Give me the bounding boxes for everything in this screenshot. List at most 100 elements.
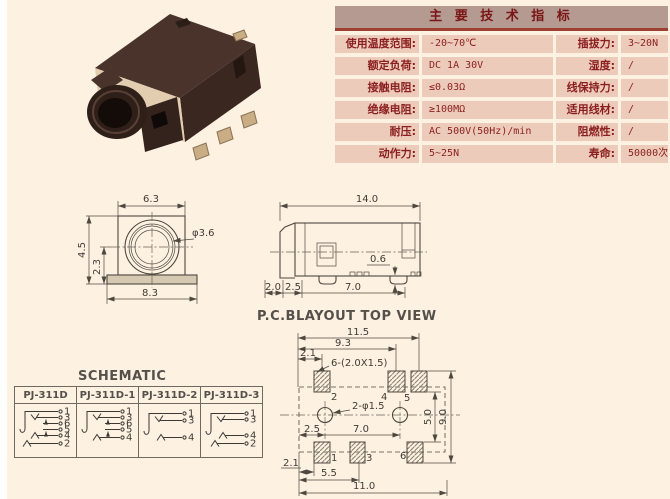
product-photo (87, 14, 261, 161)
spec-value: AC 500V(50Hz)/min (422, 123, 553, 141)
terminal-label: 5 (126, 425, 132, 436)
spec-label: 使用温度范围: (335, 35, 419, 53)
spec-value: -20~70℃ (422, 35, 553, 53)
schematic-pj311d: 1 3 6 5 4 2 (19, 407, 70, 450)
front-height-dim: 4.5 (77, 242, 88, 258)
photo-square-hole (151, 111, 168, 129)
side-d3-dim: 7.0 (345, 282, 361, 293)
pad-number: 5 (404, 393, 410, 404)
spec-label: 接触电阻: (335, 79, 419, 97)
spec-label: 寿命: (556, 145, 618, 163)
photo-pin (240, 110, 258, 129)
terminal-label: 1 (188, 409, 194, 420)
terminal-label: 6 (126, 419, 132, 430)
photo-pin (216, 126, 234, 145)
spec-value: ≥100MΩ (422, 101, 553, 119)
pcb-layout-title: P.C.BLAYOUT TOP VIEW (257, 309, 437, 324)
terminal-label: 6 (64, 419, 70, 430)
pcb-row-span-dim: 5.0 (423, 409, 434, 425)
pcb-bottom-offset-dim: 2.1 (283, 458, 299, 469)
front-view-drawing: 6.3 4.5 2.3 φ3.6 8.3 (77, 194, 215, 304)
schematic-cell: 1 3 6 5 4 (76, 403, 139, 458)
photo-right-notch (233, 55, 246, 79)
photo-pin (192, 142, 210, 161)
photo-top-face (95, 14, 255, 98)
terminal-label: 3 (64, 413, 70, 424)
spec-label: 线保持力: (556, 79, 618, 97)
side-total-width-dim: 14.0 (356, 194, 378, 205)
spec-value: / (621, 101, 668, 119)
spec-value: 3~20N (621, 35, 668, 53)
spec-value: DC 1A 30V (422, 57, 553, 75)
schematic-cell: 1 3 4 (138, 403, 201, 458)
spec-label: 适用线材: (556, 101, 618, 119)
front-top-width-dim: 6.3 (143, 194, 159, 205)
terminal-label: 1 (126, 407, 132, 418)
side-d2-dim: 2.5 (285, 282, 301, 293)
terminal-label: 2 (250, 439, 256, 450)
pad-number: 2 (331, 392, 337, 403)
pad-number: 3 (366, 453, 372, 464)
terminal-label: 3 (126, 413, 132, 424)
terminal-label: 2 (64, 439, 70, 450)
side-view-drawing: 14.0 0.6 2.0 2.5 7.0 (264, 194, 427, 298)
table-row: 额定负荷: DC 1A 30V 湿度: / (335, 57, 668, 75)
schematic-cell: 1 3 4 2 (200, 403, 263, 458)
table-row: 耐压: AC 500V(50Hz)/min 阻燃性: / (335, 123, 668, 141)
pcb-hole-pitch-dim: 7.0 (353, 424, 369, 435)
schematic-pj311d-3: 1 3 4 2 (205, 409, 256, 450)
schematic-title: SCHEMATIC (78, 369, 167, 384)
terminal-label: 3 (250, 415, 256, 426)
spec-value: / (621, 123, 668, 141)
terminal-label: 4 (250, 431, 256, 442)
pad-number: 6 (400, 451, 406, 462)
schematic-variant-name: PJ-311D (14, 386, 77, 404)
table-row: 动作力: 5~25N 寿命: 50000次 (335, 145, 668, 163)
pcb-layout-drawing: 2 4 5 1 3 6 11.5 9.3 2.1 6-(2.0X1.5) 2-φ… (280, 327, 460, 496)
spec-label: 湿度: (556, 57, 618, 75)
schematic-variant-name: PJ-311D-2 (138, 386, 201, 404)
terminal-label: 5 (64, 425, 70, 436)
pcb-top-offset-dim: 2.1 (300, 348, 316, 359)
schematic-variant-name: PJ-311D-3 (200, 386, 263, 404)
spec-table: 主 要 技 术 指 标 使用温度范围: -20~70℃ 插拔力: 3~20N 额… (335, 6, 668, 163)
pcb-total-width-dim: 11.5 (347, 327, 369, 338)
side-foot-dim: 0.6 (370, 254, 386, 265)
pcb-total-height-dim: 9.0 (438, 409, 449, 425)
spec-value: 5~25N (422, 145, 553, 163)
front-base-width-dim: 8.3 (142, 288, 158, 299)
page-margin (0, 0, 7, 499)
schematic-pj311d-1: 1 3 6 5 4 (81, 407, 132, 444)
pcb-pad-size-label: 6-(2.0X1.5) (331, 358, 388, 369)
photo-lug (91, 68, 123, 92)
table-row: 绝缘电阻: ≥100MΩ 适用线材: / (335, 101, 668, 119)
pcb-hole-label: 2-φ1.5 (352, 401, 384, 412)
spec-label: 耐压: (335, 123, 419, 141)
photo-top-slot (175, 18, 191, 28)
pad-number: 4 (381, 392, 387, 403)
schematic-table: PJ-311D PJ-311D-1 PJ-311D-2 PJ-311D-3 (14, 386, 263, 458)
spec-value: / (621, 79, 668, 97)
table-row: 接触电阻: ≤0.03Ω 线保持力: / (335, 79, 668, 97)
schematic-pj311d-2: 1 3 4 (143, 409, 194, 444)
spec-value: / (621, 57, 668, 75)
terminal-label: 3 (188, 416, 194, 427)
spec-label: 插拔力: (556, 35, 618, 53)
terminal-label: 4 (64, 431, 70, 442)
photo-barrel-hole (98, 98, 132, 128)
schematic-cell: 1 3 6 5 4 2 (14, 403, 77, 458)
photo-pin-top (232, 29, 248, 42)
pcb-bottom-width-dim: 11.0 (353, 481, 375, 492)
front-hole-dia-label: φ3.6 (192, 228, 215, 239)
spec-label: 动作力: (335, 145, 419, 163)
pcb-hole-offset-dim: 2.5 (304, 424, 320, 435)
spec-label: 绝缘电阻: (335, 101, 419, 119)
spec-table-title: 主 要 技 术 指 标 (335, 6, 668, 31)
table-row: 使用温度范围: -20~70℃ 插拔力: 3~20N (335, 35, 668, 53)
spec-value: 50000次 (621, 145, 668, 163)
pcb-pad-span-dim: 9.3 (335, 338, 351, 349)
pcb-bottom-mid-dim: 5.5 (321, 468, 337, 479)
spec-label: 额定负荷: (335, 57, 419, 75)
terminal-label: 4 (188, 433, 194, 444)
